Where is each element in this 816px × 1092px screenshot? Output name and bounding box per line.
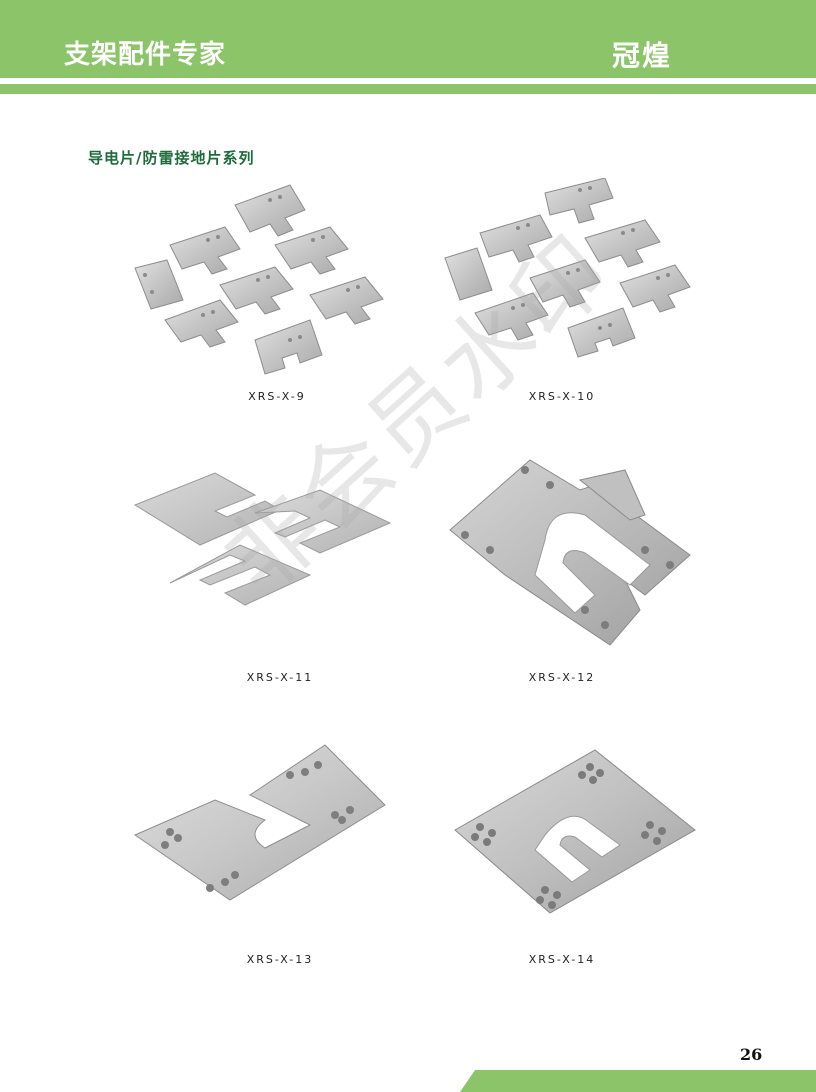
caption-xrs-x-12: XRS-X-12	[528, 671, 596, 684]
caption-xrs-x-9: XRS-X-9	[248, 390, 306, 403]
header-title: 支架配件专家	[64, 40, 227, 70]
caption-xrs-x-13: XRS-X-13	[246, 953, 314, 966]
product-image-xrs-x-10	[440, 178, 715, 383]
caption-xrs-x-14: XRS-X-14	[528, 953, 596, 966]
product-image-xrs-x-9	[130, 180, 405, 385]
product-image-xrs-x-11	[130, 465, 395, 615]
header-stripe	[0, 84, 816, 94]
product-image-xrs-x-13	[130, 740, 390, 905]
product-image-xrs-x-12	[445, 445, 710, 665]
caption-xrs-x-11: XRS-X-11	[246, 671, 314, 684]
section-title: 导电片/防雷接地片系列	[88, 149, 255, 167]
product-image-xrs-x-14	[450, 745, 700, 915]
page-number: 26	[740, 1045, 763, 1064]
header-brand: 冠煌	[612, 39, 673, 72]
caption-xrs-x-10: XRS-X-10	[528, 390, 596, 403]
header-band	[0, 0, 816, 78]
